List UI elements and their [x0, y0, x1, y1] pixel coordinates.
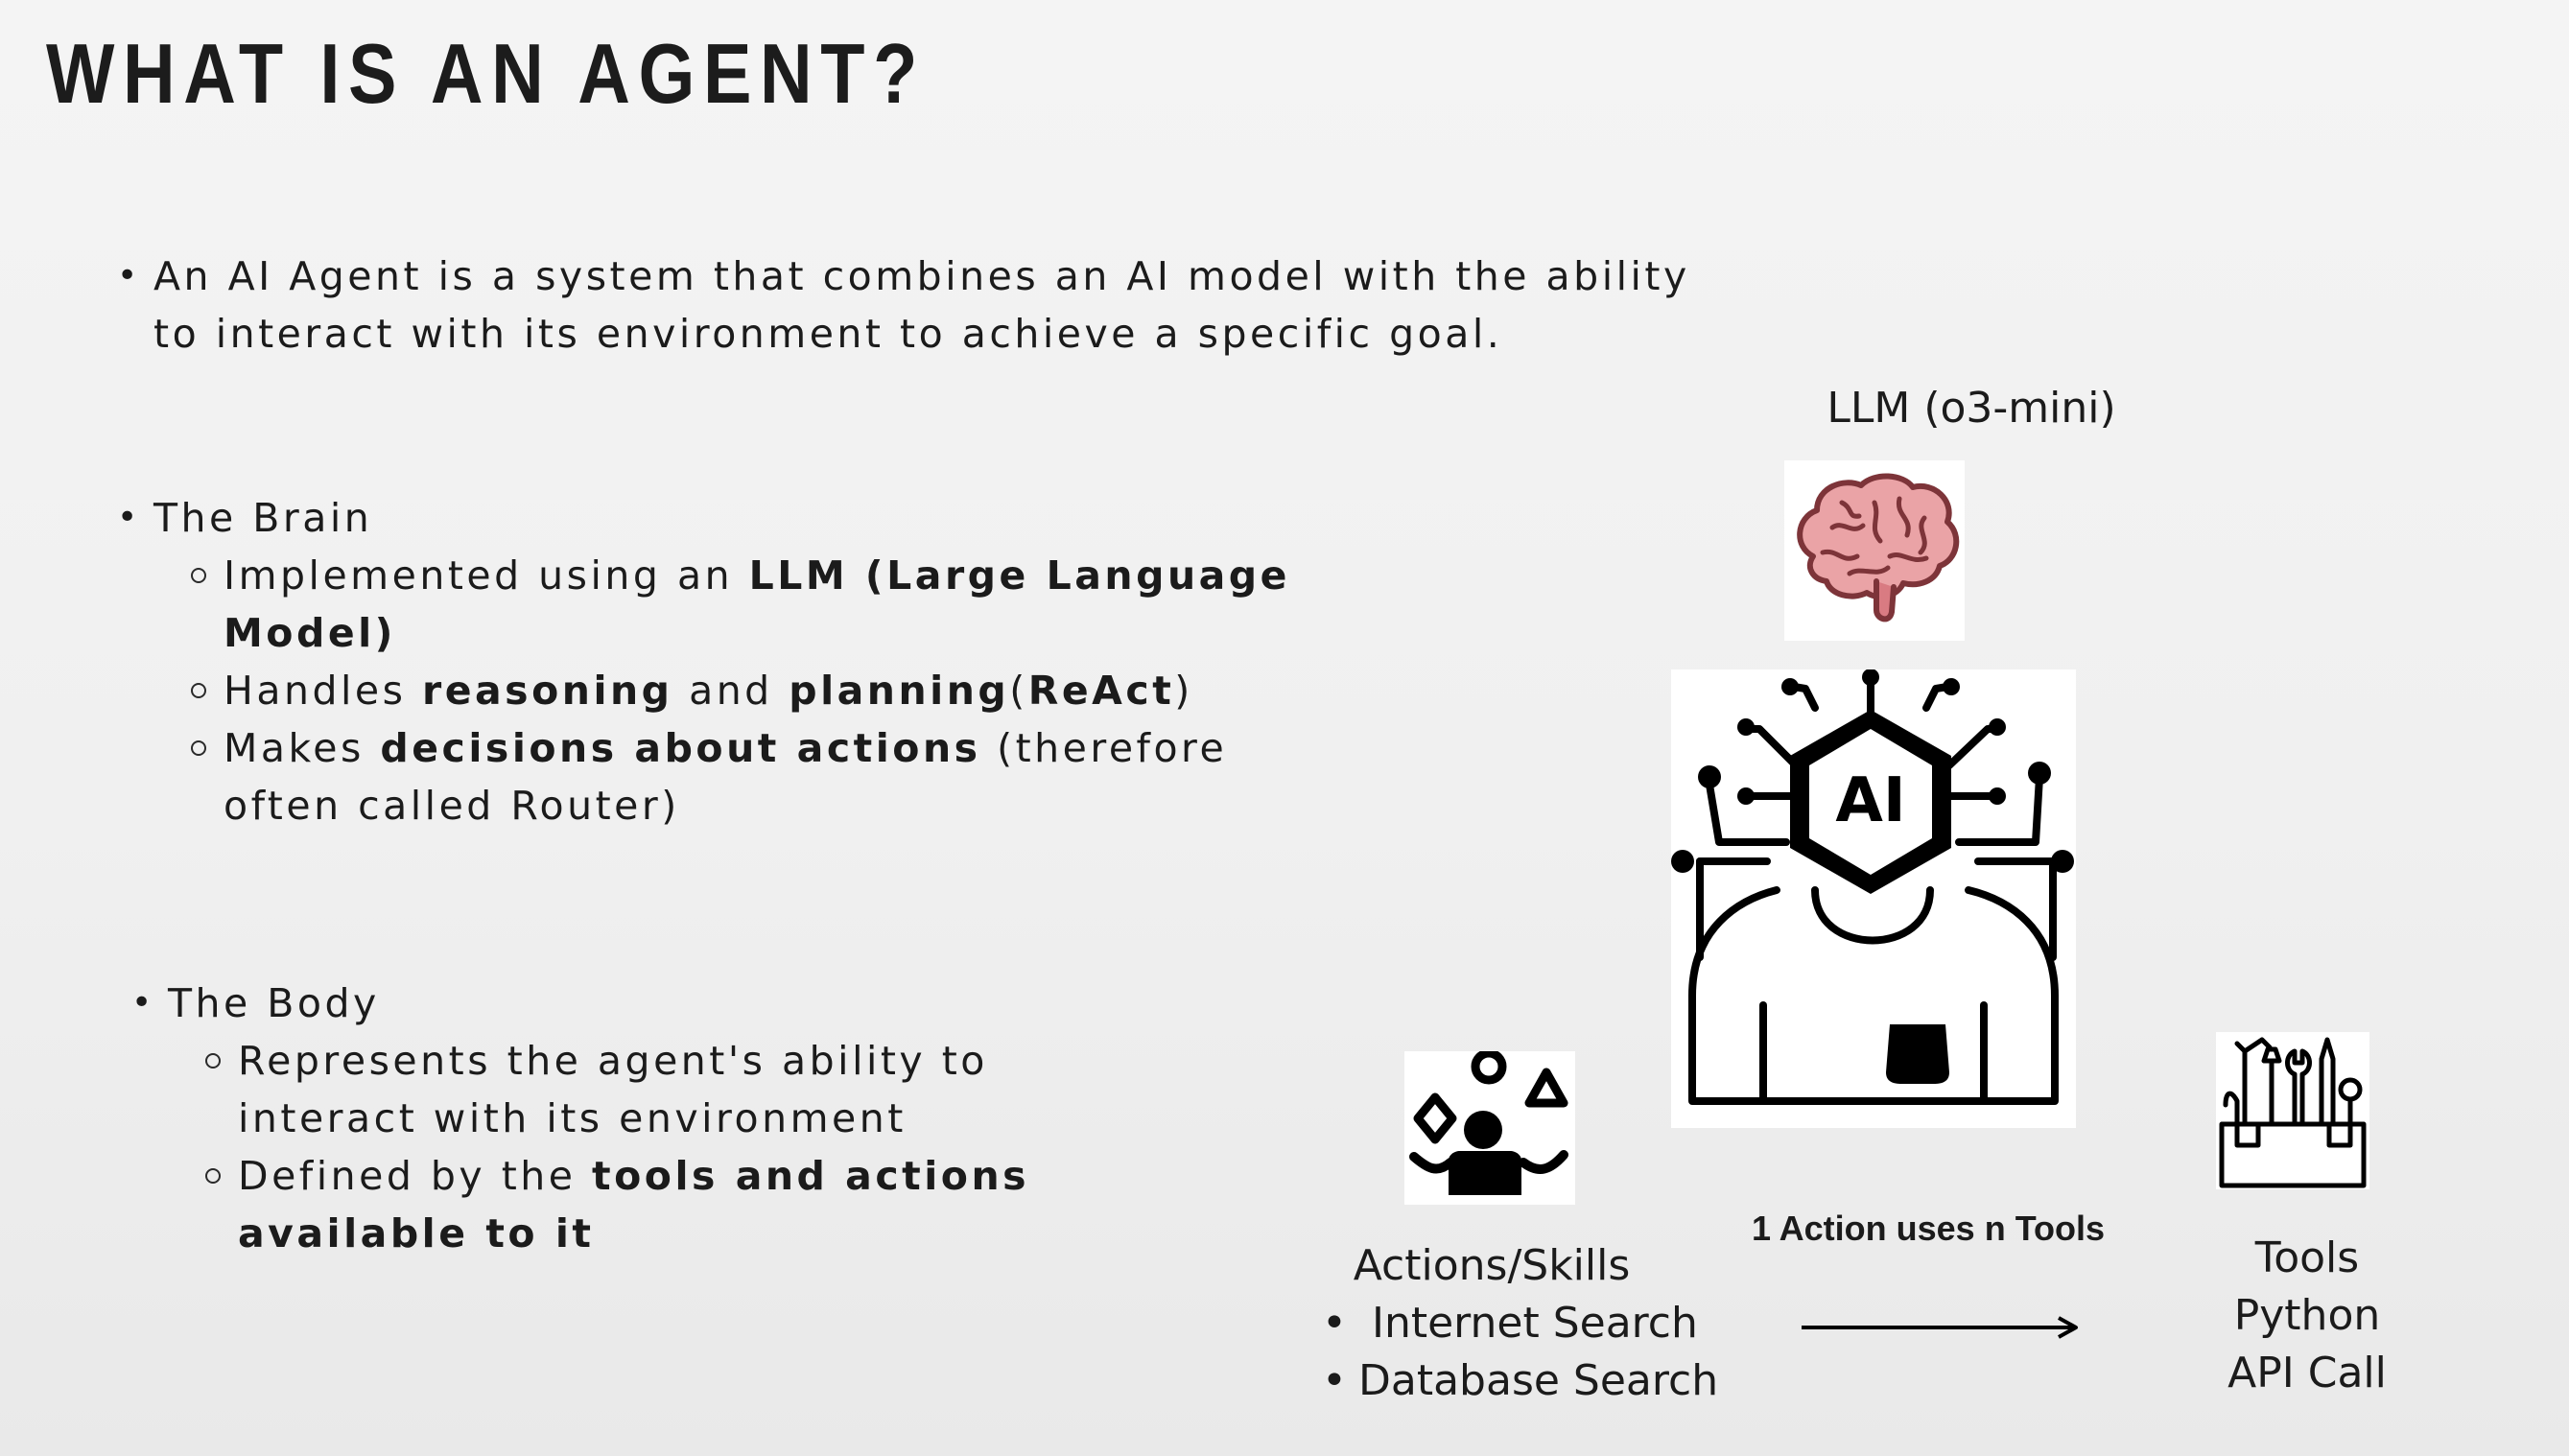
sub-bullet-ring — [191, 683, 206, 698]
actions-item: • Internet Search — [1316, 1295, 1719, 1352]
paren-close: ) — [1174, 668, 1193, 714]
llm-label: LLM (o3-mini) — [1827, 384, 2116, 433]
bullet-dot: • — [117, 498, 141, 537]
body-item2-text: Defined by the — [238, 1153, 593, 1199]
brain-item-reasoning: Handles reasoning and planning(ReAct) — [117, 662, 1364, 719]
bullet-dot: • — [1322, 1299, 1347, 1348]
juggler-icon — [1404, 1048, 1575, 1205]
bullet-dot: • — [131, 983, 155, 1022]
brain-item1-bold-2: Model) — [224, 610, 396, 656]
body-section: • The Body Represents the agent's abilit… — [131, 975, 1283, 1262]
body-item2-bold: tools and actions — [592, 1153, 1030, 1199]
brain-section: • The Brain Implemented using an LLM (La… — [117, 489, 1364, 834]
tools-label: Tools Python API Call — [2158, 1230, 2456, 1402]
actions-item: • Database Search — [1316, 1352, 1719, 1410]
brain-item1-text: Implemented using an — [224, 552, 749, 599]
arrow-right-icon — [1802, 1316, 2078, 1339]
toolbox-icon — [2216, 1032, 2369, 1189]
brain-item2-mid: and — [672, 668, 790, 714]
page-title: WHAT IS AN AGENT? — [46, 26, 926, 121]
tools-line: API Call — [2227, 1349, 2387, 1397]
body-item2-bold-2: available to it — [238, 1210, 595, 1256]
brain-item-decisions: Makes decisions about actions (therefore… — [117, 719, 1364, 834]
sub-bullet-ring — [205, 1053, 221, 1069]
body-item-tools: Defined by the tools and actions availab… — [131, 1147, 1283, 1262]
actions-item-label: Database Search — [1358, 1356, 1719, 1405]
ai-robot-icon: AI — [1671, 669, 2076, 1128]
actions-title: Actions/Skills — [1353, 1241, 1631, 1290]
body-item1-line-1: Represents the agent's ability to — [238, 1038, 988, 1084]
ai-badge-text: AI — [1835, 765, 1905, 836]
actions-list: • Internet Search • Database Search — [1316, 1295, 1719, 1410]
paren-open: ( — [1009, 668, 1028, 714]
tools-line: Tools — [2254, 1233, 2360, 1282]
brain-item2-text: Handles — [224, 668, 422, 714]
body-item1-line-2: interact with its environment — [238, 1095, 907, 1141]
body-heading: The Body — [168, 980, 380, 1026]
brain-item3-text: Makes — [224, 725, 381, 771]
brain-item1-bold: LLM (Large Language — [748, 552, 1290, 599]
definition-line-2: to interact with its environment to achi… — [153, 311, 1503, 357]
brain-item3-line-2: often called Router) — [224, 783, 680, 829]
sub-bullet-ring — [191, 568, 206, 583]
bullet-dot: • — [1322, 1356, 1347, 1405]
brain-heading: The Brain — [153, 495, 373, 541]
relation-label: 1 Action uses n Tools — [1751, 1209, 2106, 1248]
brain-item2-bold-reasoning: reasoning — [421, 668, 673, 714]
sub-bullet-ring — [205, 1168, 221, 1184]
sub-bullet-ring — [191, 740, 206, 756]
actions-item-label: Internet Search — [1372, 1299, 1698, 1348]
brain-icon — [1784, 460, 1965, 641]
brain-item2-bold-planning: planning — [789, 668, 1010, 714]
body-item-ability: Represents the agent's ability to intera… — [131, 1032, 1283, 1147]
brain-item3-bold: decisions about actions — [380, 725, 981, 771]
definition-line-1: An AI Agent is a system that combines an… — [153, 253, 1690, 299]
tools-line: Python — [2233, 1291, 2381, 1340]
bullet-dot: • — [117, 256, 141, 295]
brain-item-llm: Implemented using an LLM (Large Language… — [117, 547, 1364, 662]
brain-item2-bold-react: ReAct — [1027, 668, 1175, 714]
definition-bullet: • An AI Agent is a system that combines … — [117, 247, 1748, 363]
brain-item3-post: (therefore — [980, 725, 1228, 771]
